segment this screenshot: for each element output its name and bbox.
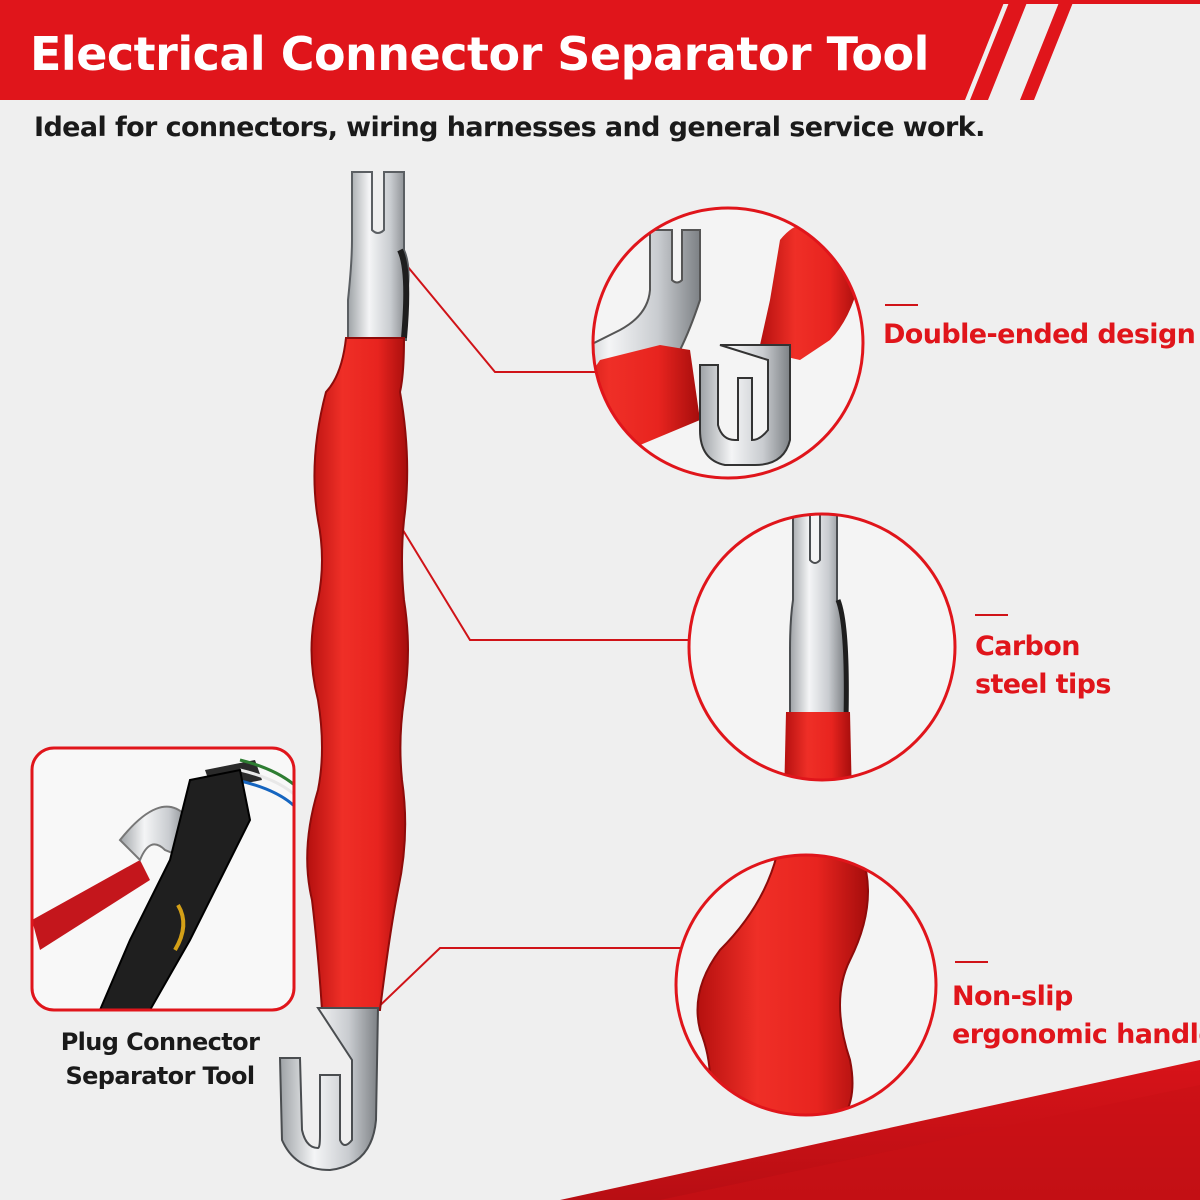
header-banner: [0, 0, 1200, 100]
tool-bottom-hook: [278, 1007, 380, 1172]
zoom-circle-handle: [674, 853, 938, 1117]
inset-caption-line: Separator Tool: [65, 1062, 255, 1090]
zoom-circle-double-ended: [591, 206, 865, 480]
callout-line: Double-ended design: [883, 319, 1196, 350]
callout-line: steel tips: [975, 669, 1111, 700]
callout-line: ergonomic handle: [952, 1019, 1200, 1050]
tool-handle: [306, 337, 409, 1011]
connector-line-top: [397, 254, 598, 373]
callout-connector-lines: [369, 254, 1008, 1016]
page-title: Electrical Connector Separator Tool: [30, 27, 929, 81]
page-subtitle: Ideal for connectors, wiring harnesses a…: [34, 112, 985, 143]
inset-caption: Plug Connector Separator Tool: [30, 1025, 290, 1093]
separator-tool: [278, 171, 410, 1172]
callout-carbon-steel-tips: Carbon steel tips: [975, 628, 1111, 704]
connector-line-bottom: [369, 947, 680, 1016]
floor-shape: [560, 1060, 1200, 1200]
zoom-circle-steel-tips: [687, 512, 957, 782]
callout-line: Carbon: [975, 631, 1080, 662]
tool-top-fork: [347, 171, 410, 341]
inset-connector-photo: [30, 746, 296, 1012]
callout-ergonomic-handle: Non-slip ergonomic handle: [952, 978, 1200, 1054]
inset-caption-line: Plug Connector: [60, 1028, 260, 1056]
connector-line-middle: [397, 521, 690, 641]
callout-line: Non-slip: [952, 981, 1073, 1012]
callout-double-ended-design: Double-ended design: [883, 316, 1196, 354]
